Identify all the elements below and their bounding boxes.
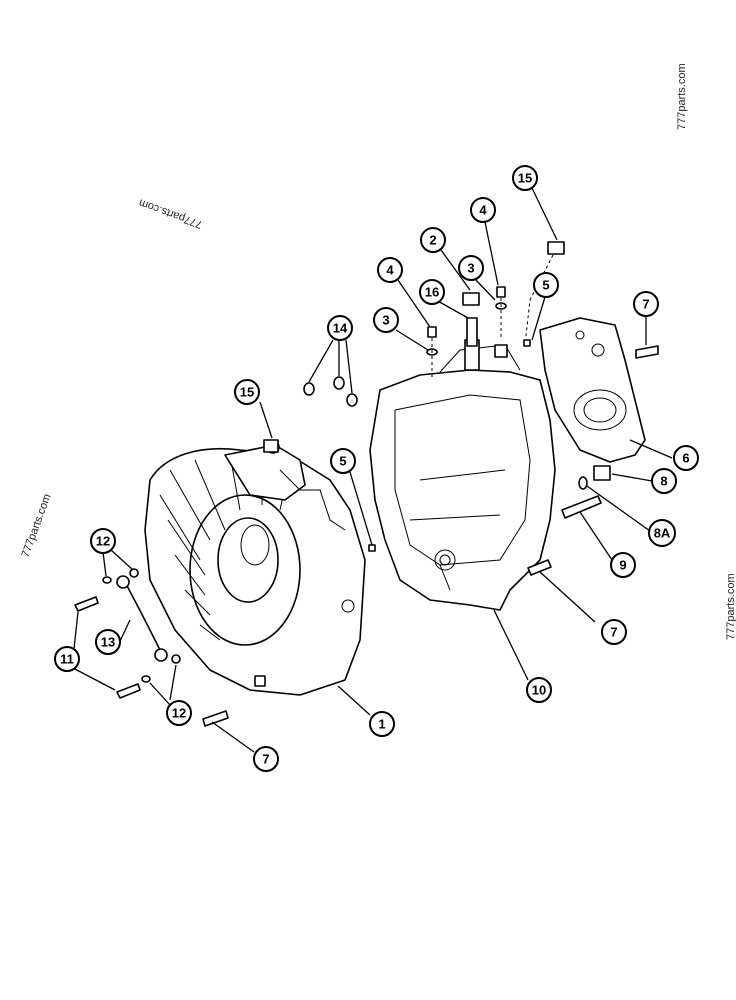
svg-text:12: 12 — [172, 706, 186, 721]
callout-16: 16 — [419, 279, 445, 305]
screw-4-left — [426, 326, 438, 380]
svg-text:7: 7 — [262, 752, 269, 767]
cover-plate-part — [539, 317, 646, 463]
transmission-case-part — [369, 339, 556, 611]
pin-5-left — [368, 544, 376, 552]
callout-14: 14 — [327, 315, 353, 341]
callout-5-left: 5 — [330, 448, 356, 474]
svg-text:6: 6 — [682, 451, 689, 466]
svg-text:10: 10 — [532, 683, 546, 698]
bolt-9 — [561, 495, 602, 519]
svg-text:4: 4 — [386, 263, 394, 278]
callout-4-top: 4 — [470, 197, 496, 223]
leader-lines — [72, 187, 673, 753]
svg-text:5: 5 — [339, 454, 346, 469]
cap-and-shaft-2-16 — [462, 292, 480, 347]
svg-text:3: 3 — [467, 261, 474, 276]
svg-text:8: 8 — [660, 474, 667, 489]
svg-text:12: 12 — [96, 534, 110, 549]
callout-15-top: 15 — [512, 165, 538, 191]
callout-12-bottom: 12 — [166, 700, 192, 726]
callout-2: 2 — [420, 227, 446, 253]
ground-cable-13 — [74, 568, 181, 699]
bell-housing-part — [144, 440, 366, 696]
bolt-7-bottom — [202, 710, 229, 727]
watermark-upper-left: 777parts.com — [137, 196, 204, 230]
svg-text:11: 11 — [60, 652, 74, 667]
callout-5-top: 5 — [533, 272, 559, 298]
callout-8A: 8A — [648, 519, 676, 547]
callout-1: 1 — [369, 711, 395, 737]
svg-text:2: 2 — [429, 233, 436, 248]
svg-text:9: 9 — [619, 558, 626, 573]
svg-text:1: 1 — [378, 717, 385, 732]
callout-4-left: 4 — [377, 257, 403, 283]
plug-8-seal-8A — [578, 465, 611, 490]
plug-15-top — [524, 241, 565, 346]
bolt-7-top-right — [635, 345, 659, 359]
o-rings-14 — [303, 376, 358, 407]
callout-13: 13 — [95, 629, 121, 655]
svg-text:8A: 8A — [654, 526, 671, 541]
callout-7-middle: 7 — [601, 619, 627, 645]
svg-text:15: 15 — [240, 385, 254, 400]
callout-6: 6 — [673, 445, 699, 471]
svg-text:5: 5 — [542, 278, 549, 293]
watermark-left: 777parts.com — [20, 492, 54, 559]
callout-8: 8 — [651, 468, 677, 494]
screw-4-right — [495, 286, 507, 340]
callout-10: 10 — [526, 677, 552, 703]
svg-text:7: 7 — [610, 625, 617, 640]
svg-text:16: 16 — [425, 285, 439, 300]
callout-7-top: 7 — [633, 291, 659, 317]
callout-15-left: 15 — [234, 379, 260, 405]
callout-3-top: 3 — [458, 255, 484, 281]
callout-11: 11 — [54, 646, 80, 672]
svg-text:4: 4 — [479, 203, 487, 218]
pin-5-upper — [523, 339, 531, 347]
svg-text:15: 15 — [518, 171, 532, 186]
plug-15-left — [263, 439, 279, 453]
callout-12-top: 12 — [90, 528, 116, 554]
watermark-right-edge: 777parts.com — [725, 573, 736, 640]
watermark-top-right: 777parts.com — [676, 63, 688, 130]
callout-3-left: 3 — [373, 307, 399, 333]
svg-text:7: 7 — [642, 297, 649, 312]
callout-9: 9 — [610, 552, 636, 578]
svg-text:3: 3 — [382, 313, 389, 328]
svg-text:13: 13 — [101, 635, 115, 650]
callout-7-bottom: 7 — [253, 746, 279, 772]
svg-text:14: 14 — [333, 321, 348, 336]
bolt-7-middle — [527, 559, 552, 576]
